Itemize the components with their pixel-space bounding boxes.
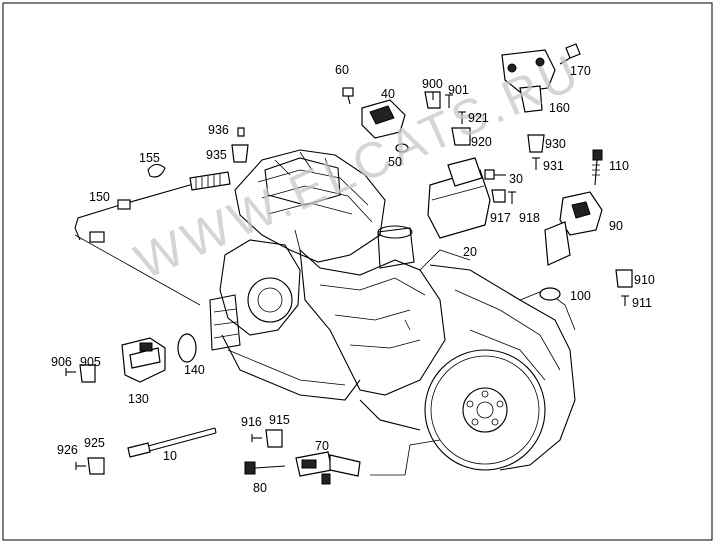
callout-90: 90 <box>609 219 623 233</box>
callout-150: 150 <box>89 190 110 204</box>
o-ring-50 <box>395 143 409 153</box>
clip-926 <box>75 462 86 470</box>
callout-920: 920 <box>471 135 492 149</box>
callout-130: 130 <box>128 392 149 406</box>
callout-915: 915 <box>269 413 290 427</box>
connector-920 <box>451 127 471 146</box>
callout-910: 910 <box>634 273 655 287</box>
callout-918: 918 <box>519 211 540 225</box>
flywheel <box>424 349 546 471</box>
connector-905 <box>79 364 96 383</box>
callout-155: 155 <box>139 151 160 165</box>
clip-906 <box>65 368 76 376</box>
callout-10: 10 <box>163 449 177 463</box>
callout-60: 60 <box>335 63 349 77</box>
callout-70: 70 <box>315 439 329 453</box>
clip-916 <box>251 434 262 442</box>
sensor-90 <box>544 191 603 266</box>
callout-925: 925 <box>84 436 105 450</box>
callout-40: 40 <box>381 87 395 101</box>
callout-110: 110 <box>609 159 629 173</box>
bolt-80 <box>244 461 286 475</box>
callout-935: 935 <box>206 148 227 162</box>
callout-900: 900 <box>422 77 443 91</box>
callout-50: 50 <box>388 155 402 169</box>
connector-915 <box>265 429 283 448</box>
connector-917 <box>491 189 506 203</box>
callout-labels: 60 40 900 901 921 920 50 170 160 930 931… <box>51 63 655 495</box>
callout-936: 936 <box>208 123 229 137</box>
engine-assembly <box>209 149 576 471</box>
clamp-155 <box>147 163 166 178</box>
callout-901: 901 <box>448 83 469 97</box>
bolt-110 <box>592 149 603 186</box>
connector-935 <box>231 144 249 163</box>
sensor-130 <box>121 337 166 383</box>
sensor-cable-150 <box>74 171 231 243</box>
watermark: WWW.ELCATS.RU <box>127 43 590 290</box>
callout-917: 917 <box>490 211 511 225</box>
callout-140: 140 <box>184 363 205 377</box>
screw-170 <box>559 43 581 65</box>
callout-100: 100 <box>570 289 591 303</box>
callout-160: 160 <box>549 101 570 115</box>
callout-911: 911 <box>632 296 652 310</box>
connector-900 <box>424 91 441 109</box>
sensor-40 <box>361 99 406 139</box>
callout-30: 30 <box>509 172 523 186</box>
clip-931 <box>532 157 540 170</box>
o-ring-140 <box>177 333 197 363</box>
bolt-60 <box>342 87 354 105</box>
leader-lines <box>74 234 441 476</box>
callout-20: 20 <box>463 245 477 259</box>
connector-910 <box>615 269 633 288</box>
callout-930: 930 <box>545 137 566 151</box>
control-unit-20 <box>427 157 491 239</box>
screw-30 <box>484 169 506 180</box>
clip-921 <box>458 111 466 124</box>
callout-926: 926 <box>57 443 78 457</box>
clip-918 <box>508 191 516 204</box>
callout-905: 905 <box>80 355 101 369</box>
callout-80: 80 <box>253 481 267 495</box>
clip-911 <box>621 295 629 306</box>
glow-plug-10 <box>127 427 217 458</box>
sensor-70 <box>295 451 361 485</box>
callout-170: 170 <box>570 64 591 78</box>
callout-931: 931 <box>543 159 564 173</box>
o-ring-100 <box>539 287 561 301</box>
callout-921: 921 <box>468 111 489 125</box>
callout-916: 916 <box>241 415 262 429</box>
clip-901 <box>445 94 453 108</box>
callout-906: 906 <box>51 355 72 369</box>
clip-936 <box>237 127 245 137</box>
connector-930 <box>527 134 545 153</box>
connector-925 <box>87 457 105 475</box>
sensor-160 <box>501 49 556 113</box>
